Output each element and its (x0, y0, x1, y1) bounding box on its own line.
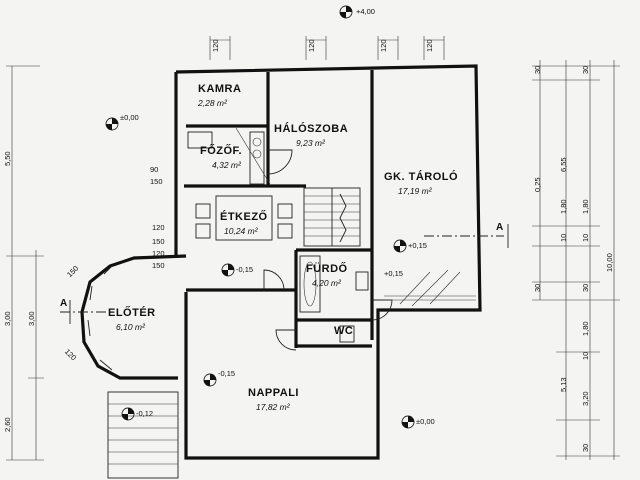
dim-top: 120 (211, 39, 220, 52)
room-name-haloszoba: HÁLÓSZOBA (274, 122, 348, 135)
level-markers: +4,00 ±0,00 -0,15 +0,15 +0,15 -0,15 -0,1… (105, 5, 435, 429)
left-dimensions: 5,50 3,00 3,00 2,60 90 150 120 150 120 1… (3, 65, 165, 461)
room-area-nappali: 17,82 m² (256, 402, 291, 412)
dining-table (195, 195, 293, 241)
room-labels: KAMRA 2,28 m² HÁLÓSZOBA 9,23 m² FŐZŐF. 4… (108, 83, 458, 412)
staircase (303, 187, 361, 247)
section-mark-left: A (60, 298, 67, 309)
level-label: +0,15 (408, 241, 427, 250)
room-name-nappali: NAPPALI (248, 387, 299, 399)
room-name-garage: GK. TÁROLÓ (384, 170, 458, 183)
room-name-fozofulke: FŐZŐF. (200, 144, 242, 157)
dim-right: 1,80 (559, 199, 568, 214)
dim-right: 0,25 (533, 177, 542, 192)
dim-right: 3,20 (581, 391, 590, 406)
dim-right: 5,13 (559, 377, 568, 392)
dim-right: 30 (581, 444, 590, 452)
dim-left: 3,00 (3, 311, 12, 326)
dim-left: 2,60 (3, 417, 12, 432)
level-marker-icon (121, 407, 135, 421)
dim-right: 6,55 (559, 157, 568, 172)
dim-right: 30 (581, 284, 590, 292)
dim-top: 120 (425, 39, 434, 52)
dim-right: 10 (581, 234, 590, 242)
level-marker-icon (221, 263, 235, 277)
section-mark-right: A (496, 222, 503, 233)
room-area-fozofulke: 4,32 m² (212, 160, 242, 170)
room-name-eloter: ELŐTÉR (108, 306, 156, 319)
dim-right: 30 (581, 66, 590, 74)
room-area-furdo: 4,20 m² (312, 278, 342, 288)
level-label: ±0,00 (416, 417, 435, 426)
dim-right: 1,80 (581, 321, 590, 336)
level-label: -0,12 (136, 409, 153, 418)
level-label: +0,15 (384, 269, 403, 278)
dim-left: 120 (63, 347, 78, 362)
dim-left: 5,50 (3, 151, 12, 166)
right-dimensions: 30 0,25 6,55 30 1,80 10 1,80 10 30 10,00… (532, 60, 620, 460)
top-dimensions: 120 120 120 120 (209, 36, 445, 60)
room-area-etkezo: 10,24 m² (224, 226, 259, 236)
dim-right: 30 (533, 66, 542, 74)
entrance-steps (107, 391, 179, 479)
level-marker-icon (105, 117, 119, 131)
dim-top: 120 (379, 39, 388, 52)
door-swings (263, 149, 476, 351)
dim-left: 3,00 (27, 311, 36, 326)
dim-top: 120 (307, 39, 316, 52)
level-marker-icon (339, 5, 353, 19)
dim-right: 10 (559, 234, 568, 242)
kitchen-fixtures (187, 127, 271, 185)
room-area-garage: 17,19 m² (398, 186, 433, 196)
level-marker-icon (401, 415, 415, 429)
dim-left: 120 (152, 249, 165, 258)
room-area-kamra: 2,28 m² (197, 98, 228, 108)
room-area-haloszoba: 9,23 m² (296, 138, 326, 148)
level-label: -0,15 (218, 369, 235, 378)
dim-left: 150 (65, 264, 80, 279)
room-name-kamra: KAMRA (198, 83, 241, 95)
bathroom-fixtures (299, 255, 369, 343)
dim-right: 30 (533, 284, 542, 292)
dim-left: 120 (152, 223, 165, 232)
level-marker-icon (203, 373, 217, 387)
level-label: +4,00 (356, 7, 375, 16)
dim-left: 150 (152, 261, 165, 270)
room-name-etkezo: ÉTKEZŐ (220, 210, 268, 223)
section-line: A A (60, 222, 509, 324)
dim-left: 150 (152, 237, 165, 246)
walls (80, 64, 482, 460)
level-marker-icon (393, 239, 407, 253)
dim-left: 150 (150, 177, 163, 186)
level-label: -0,15 (236, 265, 253, 274)
level-label: ±0,00 (120, 113, 139, 122)
room-name-wc: WC (334, 325, 353, 337)
room-name-furdo: FÜRDŐ (306, 262, 348, 275)
dim-right: 1,80 (581, 199, 590, 214)
dim-left: 90 (150, 165, 158, 174)
dim-right: 10 (581, 352, 590, 360)
dim-right: 10,00 (605, 253, 614, 272)
room-area-eloter: 6,10 m² (116, 322, 146, 332)
